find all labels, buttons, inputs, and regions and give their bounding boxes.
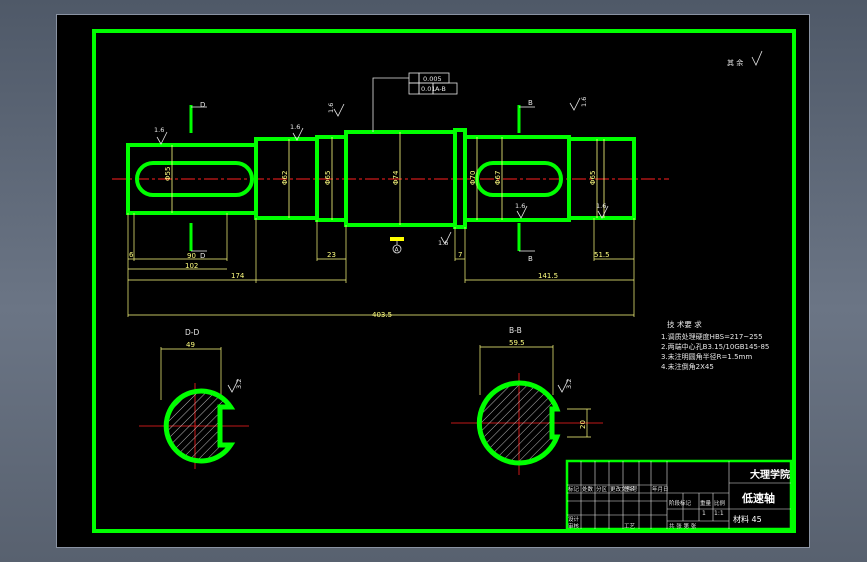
title-block: 标记 处数 分区 更改文件号 签名 年月日 阶段标记 重量 比例 设计 审核 工… (565, 459, 793, 531)
keyway-left (135, 161, 254, 197)
section-bb-label-bottom: B (528, 255, 533, 263)
diameter-5: Φ70 (469, 171, 477, 185)
tb-header: 年月日 (652, 485, 669, 493)
dim-90: 90 (187, 252, 196, 260)
dim-23: 23 (327, 251, 336, 259)
diameter-6: Φ67 (494, 171, 502, 185)
roughness-symbols (156, 97, 609, 393)
tb-header: 分区 (596, 485, 608, 493)
tb-row: 设计 (568, 515, 580, 523)
tolerance-frame: 0.005 0.01 A-B (372, 72, 458, 132)
section-bb-keyway: 20 (579, 420, 587, 429)
section-bb-shape (476, 380, 561, 466)
drawing-border (92, 29, 796, 533)
shaft-thin-lines (171, 132, 605, 225)
roughness-2: 1.6 (290, 123, 300, 131)
tb-stage: 阶段标记 (669, 499, 692, 507)
section-dd-label-bottom: D (200, 252, 205, 260)
diameter-7: Φ65 (589, 171, 597, 185)
tb-row: 工艺 (624, 523, 636, 530)
tech-req-line: 4.未注倒角2X45 (661, 362, 714, 371)
section-bb-view: B-B 59.5 20 (451, 326, 603, 475)
datum-a-label: A (395, 247, 400, 254)
shaft-main-view: D D B B Φ55 Φ62 Φ65 Φ74 Φ70 Φ67 Φ65 1.6 (112, 50, 763, 393)
tb-mass: 1 (702, 510, 706, 517)
dimension-lines (127, 213, 635, 317)
dim-141-5: 141.5 (538, 272, 558, 280)
section-dd-width: 49 (186, 341, 195, 349)
tech-req-line: 3.未注明圆角半径R=1.5mm (661, 352, 752, 361)
tb-scale: 1:1 (714, 510, 724, 517)
roughness-7: 1.6 (580, 97, 588, 107)
tolerance-value-2: 0.01 (421, 85, 435, 93)
roughness-5: 1.6 (515, 202, 525, 210)
tb-row: 审核 (568, 522, 580, 530)
section-bb-width: 59.5 (509, 339, 525, 347)
dim-51-5: 51.5 (594, 251, 610, 259)
roughness-9: 3.2 (565, 379, 573, 389)
shaft-drawing: D D B B Φ55 Φ62 Φ65 Φ74 Φ70 Φ67 Φ65 1.6 (92, 29, 796, 533)
diameter-3: Φ65 (324, 171, 332, 185)
section-dd-label-top: D (200, 101, 205, 109)
dim-174: 174 (231, 272, 245, 280)
roughness-1: 1.6 (154, 126, 164, 134)
drawing-canvas: D D B B Φ55 Φ62 Φ65 Φ74 Φ70 Φ67 Φ65 1.6 (56, 14, 810, 548)
tb-sheet: 共 张 第 张 (669, 522, 697, 530)
tolerance-datum: A-B (435, 85, 446, 93)
section-dd-shape (163, 388, 236, 464)
tolerance-value-1: 0.005 (423, 75, 442, 83)
roughness-3: 1.6 (327, 103, 335, 113)
section-dd-view: D-D 49 (139, 328, 249, 469)
dim-7: 7 (458, 251, 462, 259)
dim-102: 102 (185, 262, 198, 270)
tb-material: 材料 45 (733, 514, 762, 524)
tb-stage: 比例 (714, 499, 726, 507)
diameter-2: Φ62 (281, 171, 289, 185)
tb-stage: 重量 (700, 499, 712, 507)
general-roughness-icon (751, 50, 763, 66)
section-bb-label-top: B (528, 99, 533, 107)
tb-header: 签名 (624, 485, 635, 493)
roughness-6: 1.6 (596, 202, 606, 210)
tech-req-title: 技 术要 求 (667, 319, 702, 329)
tech-req-line: 2.两端中心孔B3.15/10GB145-85 (661, 342, 769, 351)
technical-requirements: 技 术要 求 1.调质处理硬度HBS=217~255 2.两端中心孔B3.15/… (661, 319, 769, 371)
general-roughness-label: 其 余 (727, 58, 743, 67)
roughness-8: 3.2 (235, 379, 243, 389)
section-markers (189, 105, 521, 251)
datum-a-marker: A (390, 237, 404, 254)
diameter-1: Φ55 (164, 167, 172, 181)
tb-header: 更改文件号 (610, 485, 638, 493)
shaft-segment-7 (567, 137, 636, 220)
dim-403-5: 403.5 (372, 311, 392, 319)
tb-school: 大理学院 (750, 468, 790, 481)
section-bb-title: B-B (509, 326, 522, 335)
section-dd-title: D-D (185, 328, 199, 337)
tech-req-line: 1.调质处理硬度HBS=217~255 (661, 332, 763, 341)
roughness-4: 1.6 (438, 239, 448, 247)
shaft-outline (126, 128, 636, 229)
tb-part-name: 低速轴 (741, 491, 775, 505)
tb-header: 处数 (582, 485, 594, 493)
diameter-4: Φ74 (392, 170, 400, 185)
tb-header: 标记 (568, 485, 580, 493)
dim-6: 6 (129, 251, 134, 259)
